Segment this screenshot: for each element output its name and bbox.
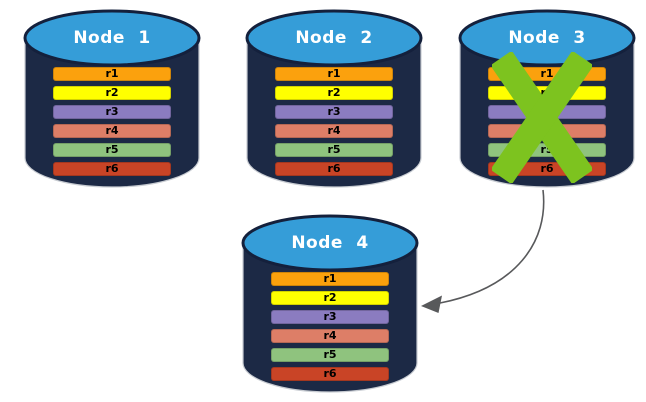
failure-x-icon [492,52,592,183]
replica-row: r5 [275,143,393,157]
replica-row: r4 [53,124,171,138]
replica-row: r1 [275,67,393,81]
node-4: Node 4 r1 r2 r3 r4 r5 r6 [238,213,422,397]
replica-row: r6 [275,162,393,176]
node-title: Node 4 [291,233,369,253]
node-title: Node 1 [73,28,151,48]
replica-row: r2 [275,86,393,100]
node-3-failed: Node 3 r1 r2 r3 r4 r5 r6 [455,8,639,192]
node-title: Node 2 [295,28,373,48]
replica-row: r4 [275,124,393,138]
replica-row: r2 [271,291,389,305]
node-2: Node 2 r1 r2 r3 r4 r5 r6 [242,8,426,192]
replica-row: r3 [275,105,393,119]
replica-row: r5 [53,143,171,157]
replica-row: r3 [53,105,171,119]
replica-row: r4 [271,329,389,343]
arrowhead-icon [421,295,442,313]
replica-row: r6 [271,367,389,381]
replica-row: r3 [271,310,389,324]
replica-row: r6 [53,162,171,176]
replica-row: r1 [53,67,171,81]
replica-row: r2 [53,86,171,100]
node-1: Node 1 r1 r2 r3 r4 r5 r6 [20,8,204,192]
node-title: Node 3 [508,28,586,48]
replica-row: r5 [271,348,389,362]
replica-row: r1 [271,272,389,286]
